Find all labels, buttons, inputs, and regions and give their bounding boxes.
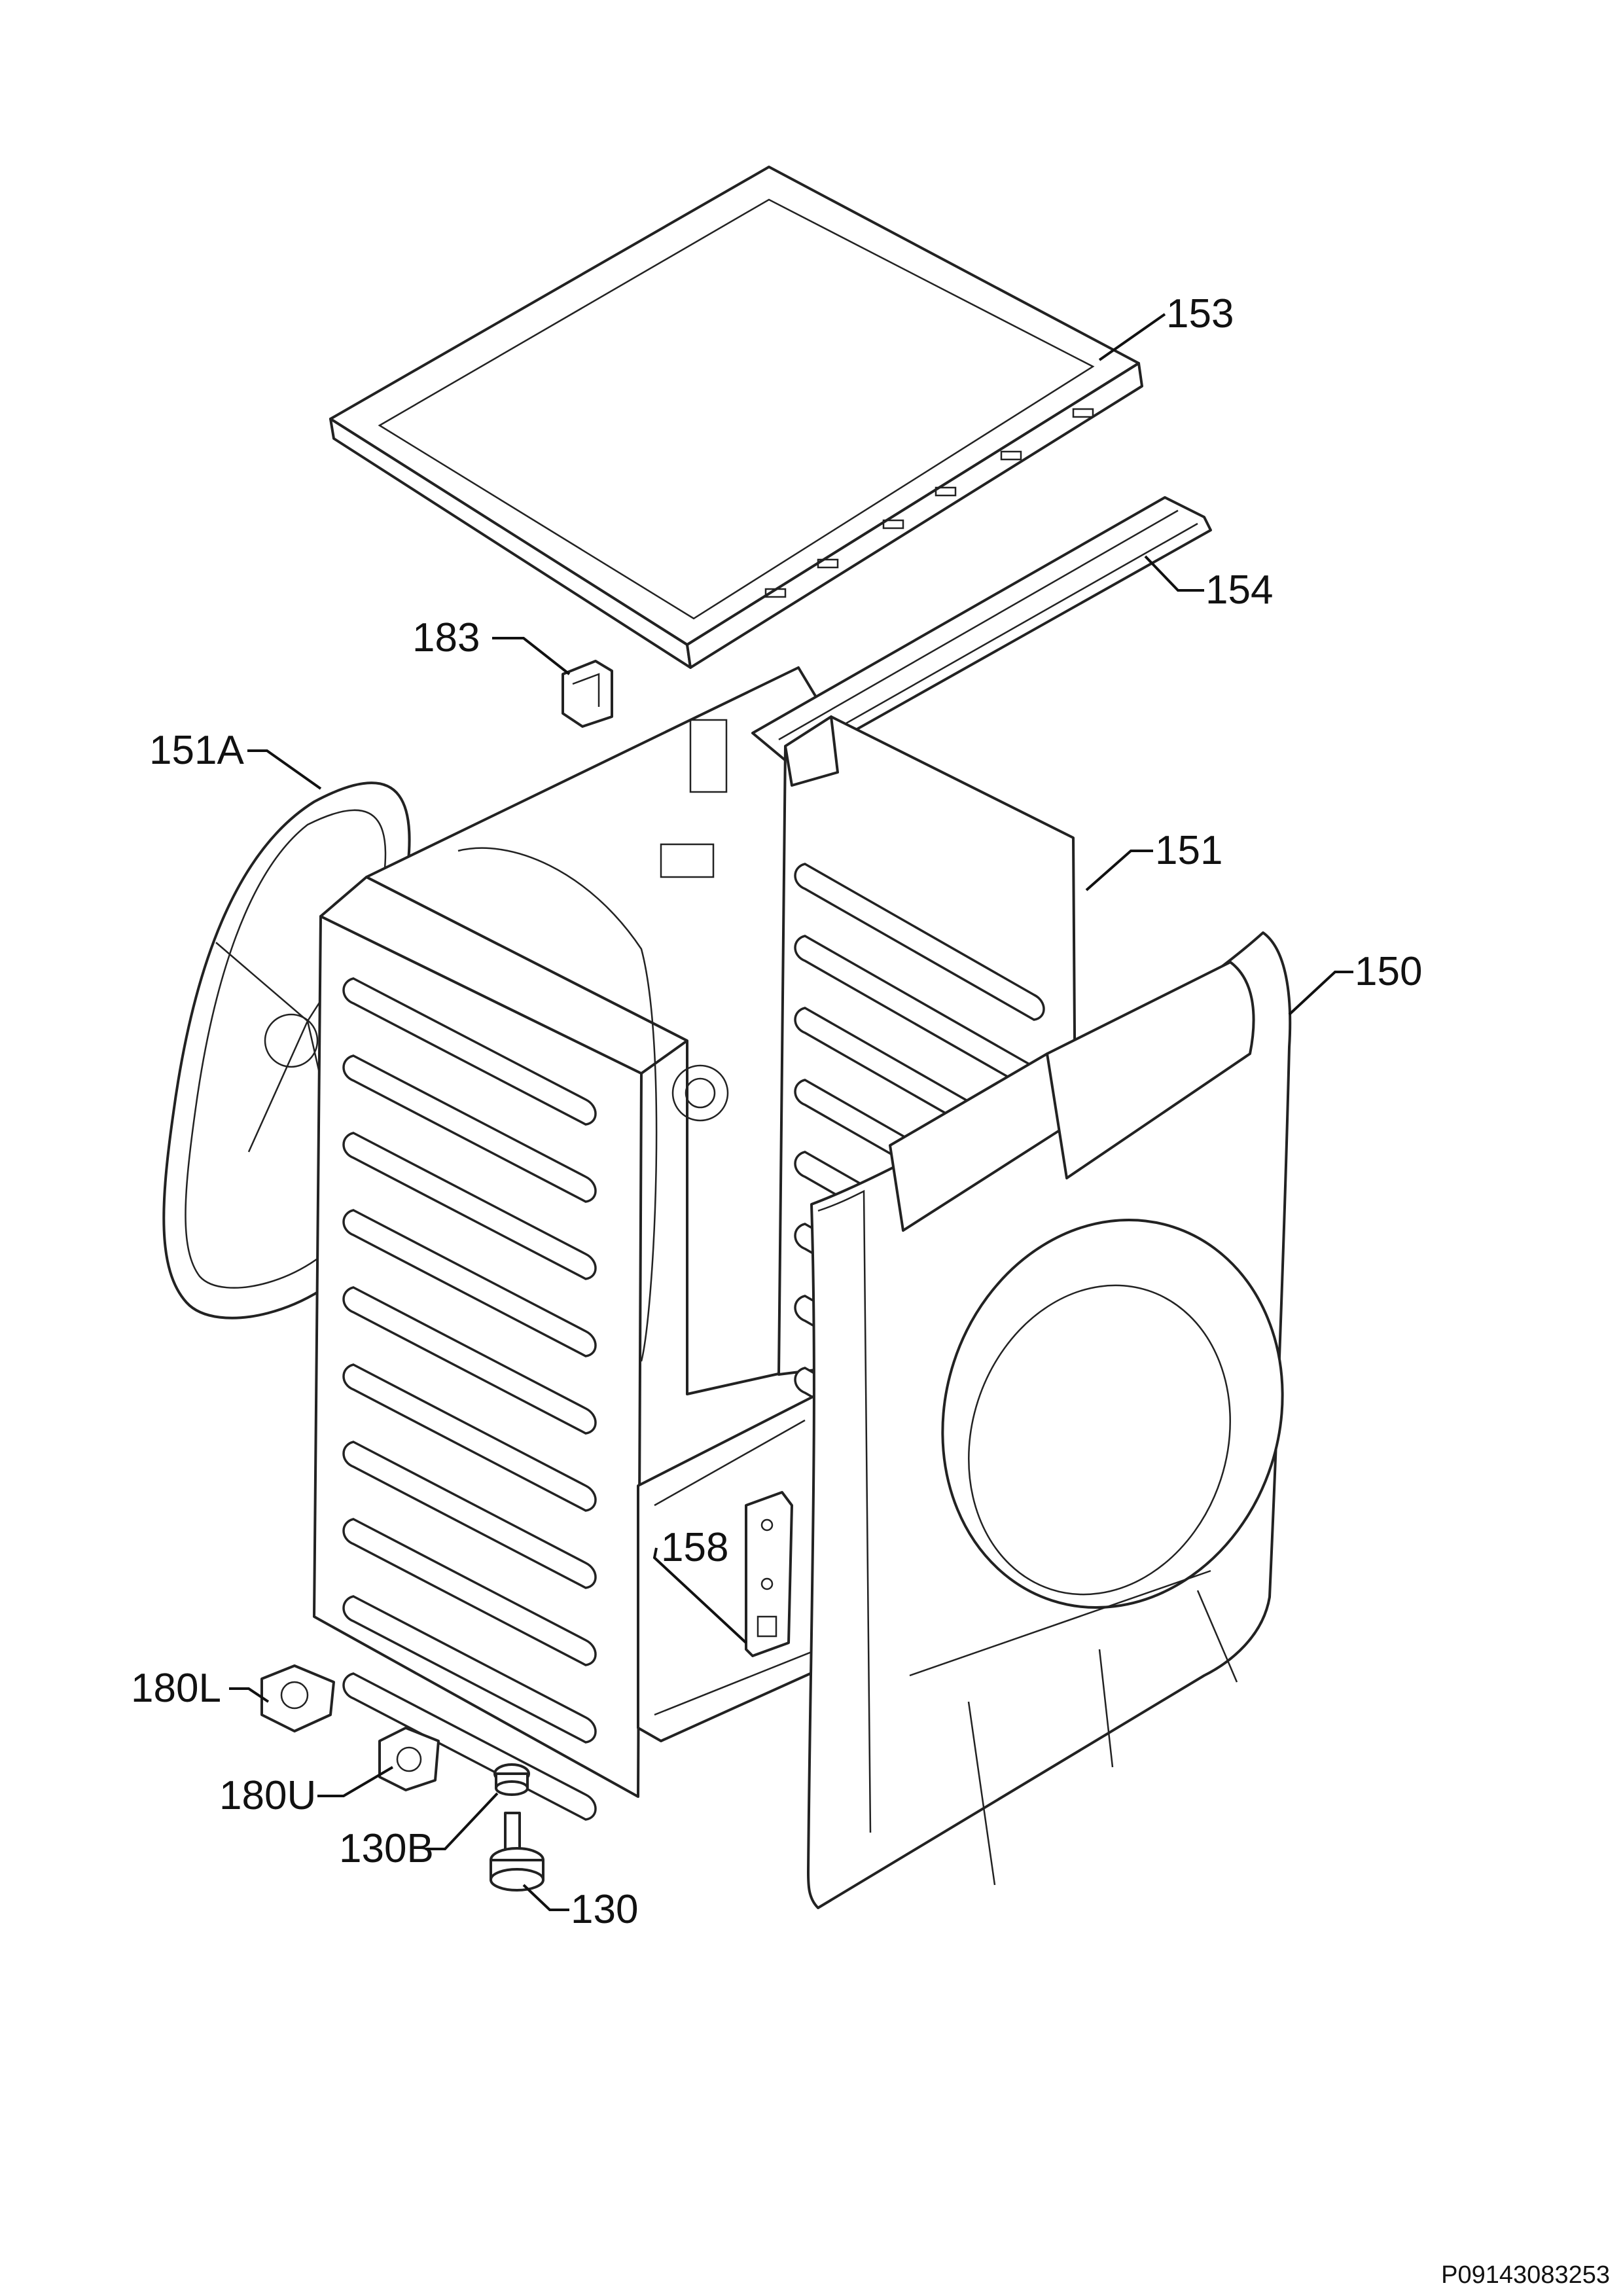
door-lock-183 — [562, 660, 613, 728]
label-153: 153 — [1166, 291, 1234, 336]
worktop-clip-tab — [882, 519, 904, 529]
leader-130b — [425, 1792, 499, 1850]
label-151a: 151A — [149, 728, 244, 773]
left-panel-slot — [342, 1672, 597, 1821]
hinge-180u — [378, 1727, 440, 1791]
leader-153 — [1098, 313, 1166, 361]
leader-151a — [247, 749, 322, 790]
worktop-clip-tab — [817, 558, 839, 569]
label-158: 158 — [661, 1525, 728, 1570]
left-panel-slot — [342, 1132, 597, 1280]
label-130b: 130B — [339, 1826, 434, 1871]
document-id: P09143083253 — [1441, 2261, 1610, 2289]
left-panel-slot — [342, 1054, 597, 1203]
leader-180l — [229, 1687, 270, 1703]
label-180u: 180U — [219, 1773, 316, 1818]
left-panel-slots — [342, 977, 597, 1821]
hinge-180l — [260, 1664, 335, 1732]
leader-158 — [652, 1547, 747, 1644]
worktop-clip-tab — [935, 486, 957, 497]
label-154: 154 — [1205, 567, 1273, 613]
worktop-tabs — [764, 408, 1094, 598]
leader-130 — [522, 1884, 569, 1911]
left-side-panel — [313, 876, 688, 1798]
right-panel-slot — [794, 863, 1045, 1021]
worktop-clip-tab — [1000, 450, 1022, 461]
left-panel-slot — [342, 1209, 597, 1357]
left-panel-slot — [342, 1286, 597, 1435]
leader-151 — [1085, 850, 1153, 891]
label-150: 150 — [1355, 949, 1422, 994]
label-180l: 180L — [131, 1666, 221, 1711]
worktop-153 — [329, 166, 1143, 669]
leader-180u — [317, 1766, 394, 1797]
left-panel-slot — [342, 1518, 597, 1666]
left-panel-slot — [342, 1441, 597, 1589]
callout-labels: 153 154 183 151A 151 150 158 180L 180U 1… — [131, 291, 1422, 1932]
leader-lines — [229, 313, 1353, 1911]
foot-130 — [490, 1812, 544, 1892]
foot-130b — [493, 1763, 530, 1796]
left-panel-slot — [342, 1363, 597, 1512]
worktop-clip-tab — [764, 588, 787, 598]
bracket-158 — [745, 1491, 793, 1657]
leader-150 — [1288, 971, 1353, 1016]
worktop-clip-tab — [1072, 408, 1094, 418]
label-151: 151 — [1155, 828, 1222, 873]
left-panel-slot — [342, 1595, 597, 1744]
label-130: 130 — [571, 1887, 638, 1932]
left-panel-slot — [342, 977, 597, 1126]
label-183: 183 — [412, 615, 480, 660]
leader-183 — [492, 637, 571, 675]
leader-154 — [1144, 555, 1204, 592]
front-panel-150 — [807, 931, 1292, 1909]
